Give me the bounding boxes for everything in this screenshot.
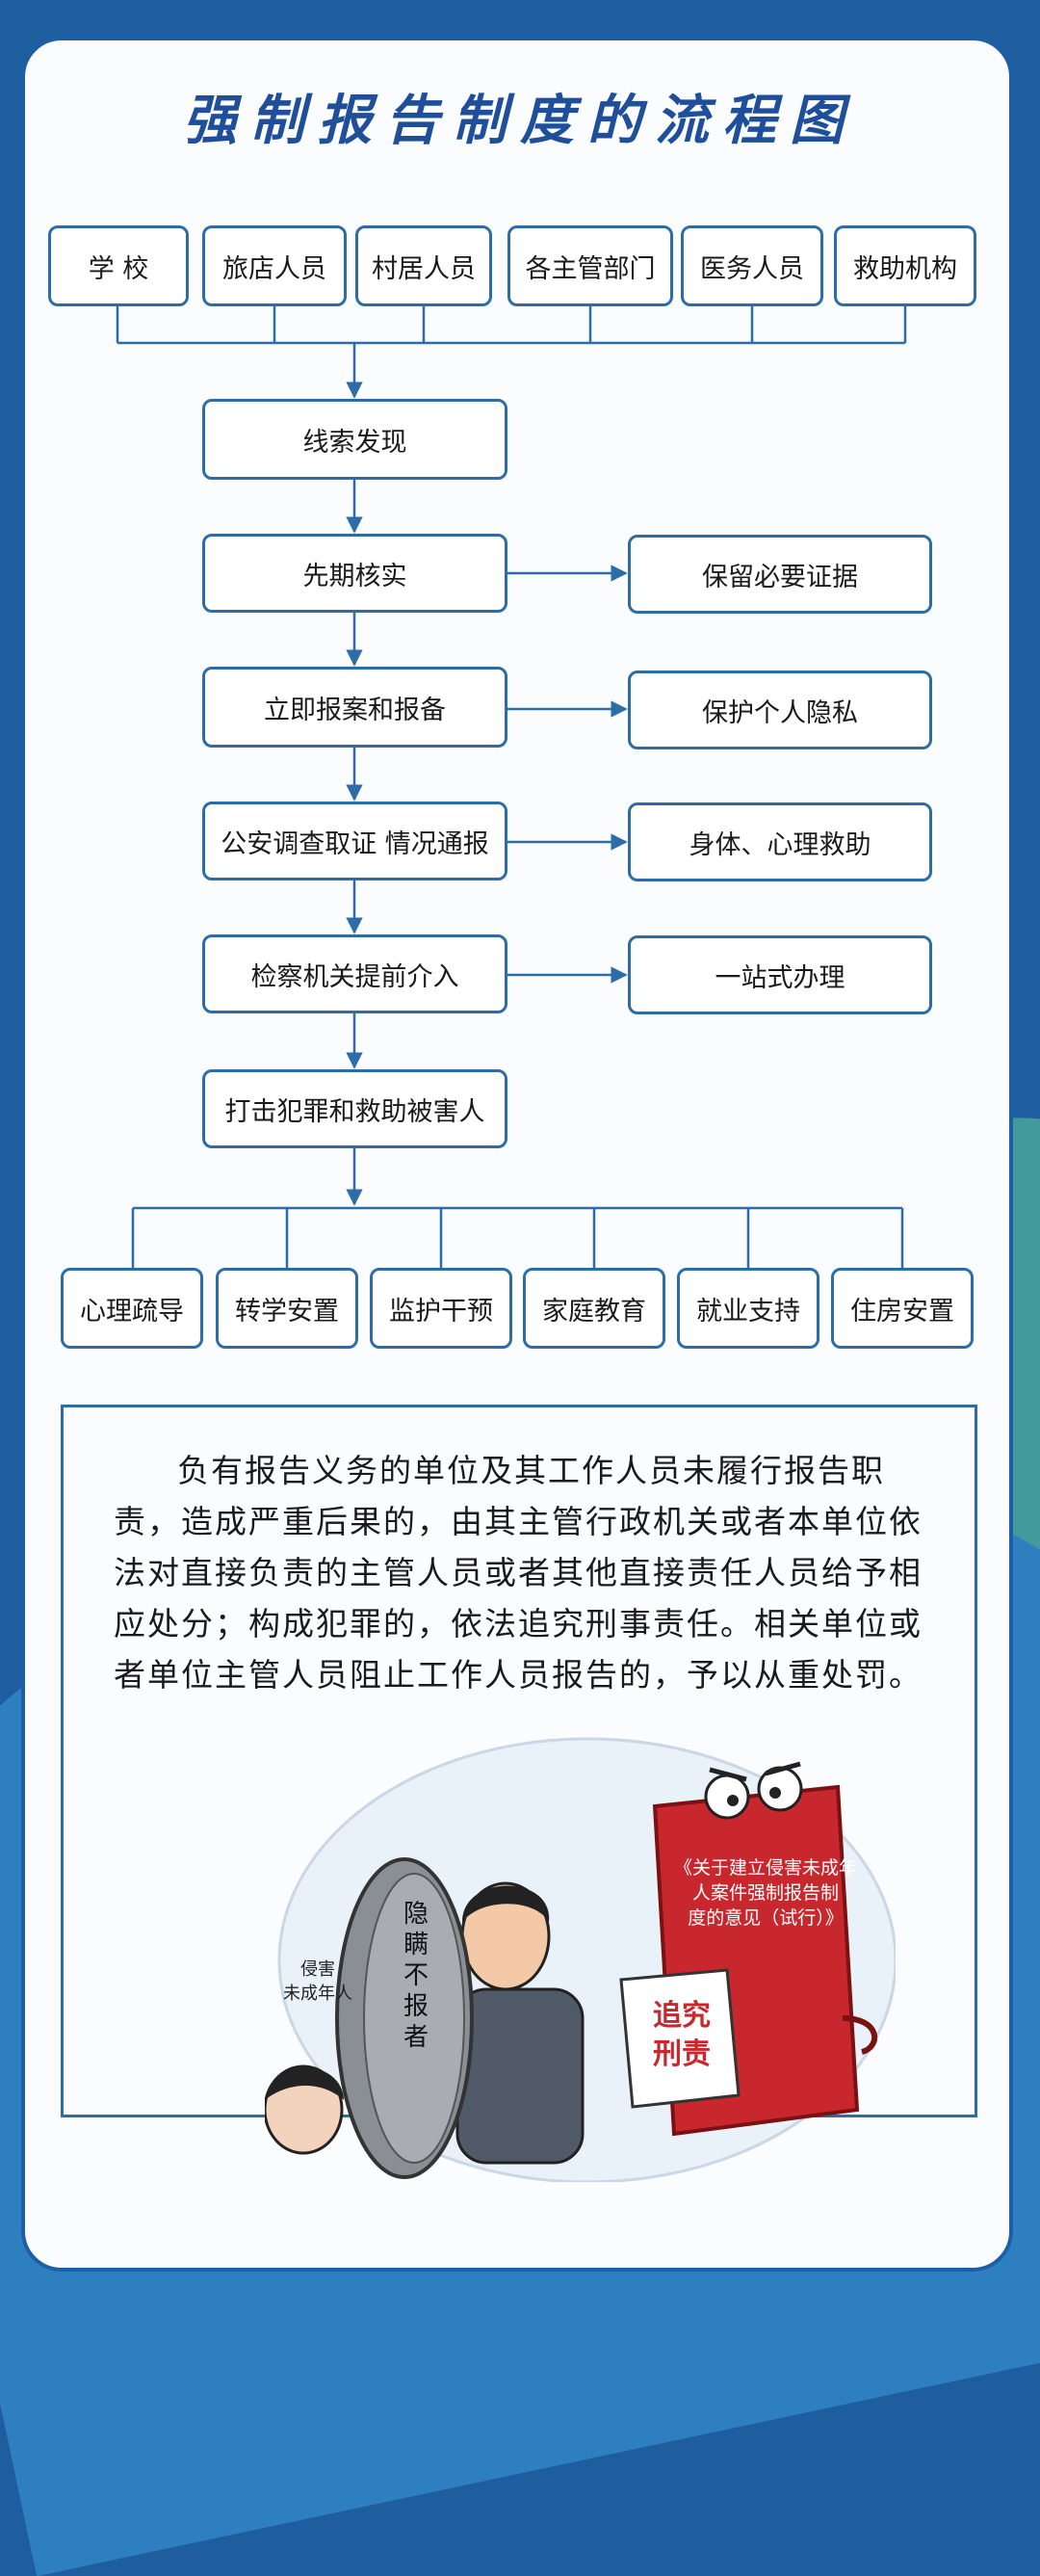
outcome-guardianship: 监护干预 <box>370 1268 512 1349</box>
reporter-school: 学 校 <box>48 225 189 306</box>
shield-text-line2: 瞒 <box>403 1931 429 1959</box>
shield-text-line1: 隐 <box>403 1900 429 1929</box>
outcome-housing: 住房安置 <box>831 1268 974 1349</box>
penalty-paper <box>619 1968 741 2109</box>
doc-title-line3: 度的意见（试行）》 <box>688 1907 844 1929</box>
step-clue-discovery: 线索发现 <box>202 399 507 480</box>
reporter-village-staff: 村居人员 <box>355 225 492 306</box>
legal-paragraph: 负有报告义务的单位及其工作人员未履行报告职责，造成严重后果的，由其主管行政机关或… <box>114 1452 923 1694</box>
victim-label-line1: 侵害 <box>300 1959 335 1980</box>
shield-text-line5: 者 <box>403 2023 429 2052</box>
action-preserve-evidence: 保留必要证据 <box>628 535 932 614</box>
shield-figure <box>335 1857 474 2179</box>
victim-figure <box>265 2064 344 2155</box>
shield-text-line4: 报 <box>403 1992 429 2021</box>
paper-text-line2: 刑责 <box>653 2037 711 2071</box>
action-one-stop-service: 一站式办理 <box>628 935 932 1014</box>
reporter-departments: 各主管部门 <box>507 225 673 306</box>
page-title: 强制报告制度的流程图 <box>183 89 857 152</box>
shield-text-line3: 不 <box>403 1961 429 1990</box>
illustration: 《关于建立侵害未成年 人案件强制报告制 度的意见（试行）》 追究 刑责 隐 瞒 … <box>265 1737 896 2182</box>
step-preliminary-verification: 先期核实 <box>202 534 507 613</box>
step-combat-crime-and-aid: 打击犯罪和救助被害人 <box>202 1069 507 1148</box>
doc-title-line1: 《关于建立侵害未成年 <box>674 1857 857 1879</box>
concealer-figure <box>455 1881 585 2165</box>
outcome-employment: 就业支持 <box>677 1268 819 1349</box>
step-police-investigation: 公安调查取证 情况通报 <box>202 802 507 881</box>
doc-title-line2: 人案件强制报告制 <box>692 1882 839 1904</box>
reporter-hotel-staff: 旅店人员 <box>202 225 347 306</box>
paper-text-line1: 追究 <box>653 1999 711 2033</box>
action-physical-mental-aid: 身体、心理救助 <box>628 802 932 881</box>
step-procuratorate-intervention: 检察机关提前介入 <box>202 934 507 1013</box>
victim-label-line2: 未成年人 <box>283 1984 352 2004</box>
reporter-medical-staff: 医务人员 <box>681 225 823 306</box>
outcome-counseling: 心理疏导 <box>61 1268 203 1349</box>
outcome-school-transfer: 转学安置 <box>216 1268 358 1349</box>
step-report-and-file: 立即报案和报备 <box>202 667 507 748</box>
outcome-family-education: 家庭教育 <box>523 1268 665 1349</box>
reporter-relief-agency: 救助机构 <box>834 225 976 306</box>
action-protect-privacy: 保护个人隐私 <box>628 670 932 749</box>
flow-connectors <box>116 306 907 1268</box>
